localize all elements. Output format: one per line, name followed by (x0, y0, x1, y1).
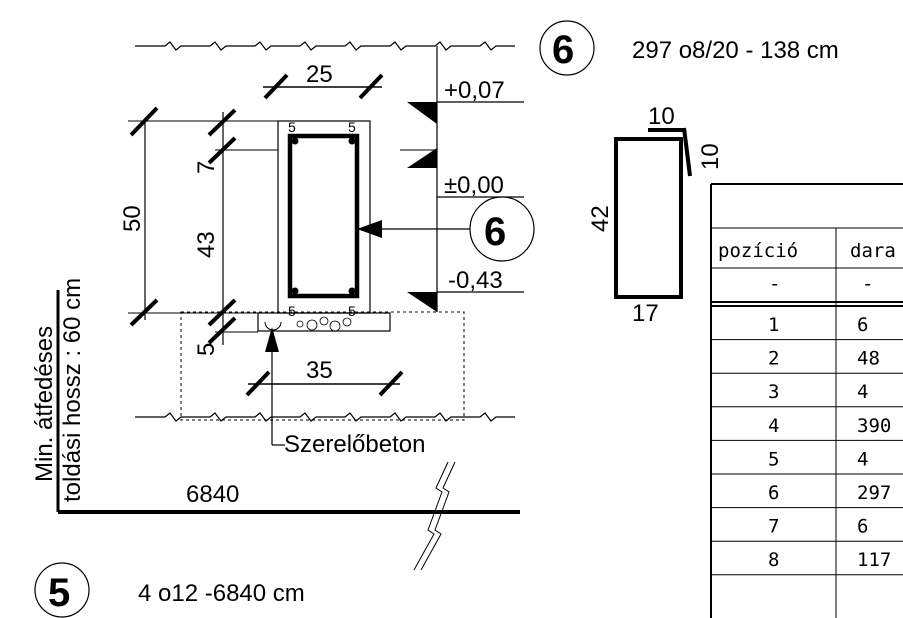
section-mark-number: 6 (484, 210, 506, 254)
min-overlap-line1: Min. átfedéses (31, 326, 58, 482)
base-width-label: 35 (306, 357, 333, 384)
table-row: 2 48 (768, 348, 880, 370)
upper-seg-label: 7 (193, 161, 220, 174)
table-cell-position: 1 (768, 314, 779, 336)
table-row: 4 390 (768, 415, 891, 437)
upper-mark-number: 6 (552, 28, 574, 72)
table-cell-count: 4 (857, 381, 868, 403)
cover-tl: 5 (288, 119, 296, 135)
table-cell-count: 6 (857, 516, 868, 538)
segment-dimensions: 7 43 5 (193, 108, 278, 356)
bar-length-label: 6840 (186, 481, 239, 508)
table-cell-position: 2 (768, 348, 779, 370)
base-width-dimension: 35 (245, 357, 404, 397)
table-cell-count: 390 (857, 415, 891, 437)
table-cell-count: 297 (857, 482, 891, 504)
table-header-position: pozíció (718, 240, 798, 262)
footing-blinding (180, 311, 465, 421)
level-zero: ±0,00 (444, 172, 504, 199)
table-cell-position: 3 (768, 381, 779, 403)
level-bottom: -0,43 (448, 267, 503, 294)
cover-br: 5 (348, 303, 356, 319)
upper-mark-spec: 297 o8/20 - 138 cm (632, 37, 839, 64)
total-height-label: 50 (119, 205, 146, 232)
lower-seg-label: 5 (193, 343, 220, 356)
footing-label: Szerelőbeton (284, 431, 425, 458)
lower-position-mark: 5 4 o12 -6840 cm (34, 562, 305, 618)
stirrup-top-label: 10 (648, 103, 675, 130)
table-header-count: dara (850, 240, 896, 262)
table-row: 6 297 (768, 482, 891, 504)
table-cell-position: 5 (768, 448, 779, 470)
table-cell-count: 117 (857, 549, 891, 571)
top-width-label: 25 (306, 61, 333, 88)
table-cell-count: 48 (857, 348, 880, 370)
table-row: 8 117 (768, 549, 891, 571)
table-cell-count: 6 (857, 314, 868, 336)
top-break-line (135, 41, 515, 51)
footing-leader: Szerelőbeton (265, 327, 425, 458)
middle-seg-label: 43 (193, 231, 220, 258)
beam-section: 5 5 5 5 (277, 119, 371, 319)
lower-mark-number: 5 (48, 571, 70, 615)
table-unit-count: - (862, 273, 873, 295)
height-dimension-50: 50 (119, 106, 278, 327)
top-width-dimension: 25 (263, 61, 384, 100)
table-cell-count: 4 (857, 448, 868, 470)
upper-position-mark: 6 297 o8/20 - 138 cm (539, 20, 839, 76)
table-cell-position: 6 (768, 482, 779, 504)
table-cell-position: 7 (768, 516, 779, 538)
level-top: +0,07 (444, 77, 505, 104)
section-position-mark: 6 (357, 196, 535, 262)
table-cell-position: 8 (768, 549, 779, 571)
cover-bl: 5 (288, 303, 296, 319)
lower-mark-spec: 4 o12 -6840 cm (138, 580, 305, 607)
level-marks: +0,07 ±0,00 -0,43 (400, 46, 524, 312)
stirrup-bottom-label: 17 (632, 300, 659, 327)
stirrup-hook-label: 10 (697, 143, 724, 170)
min-overlap-line2: toldási hossz : 60 cm (59, 278, 86, 502)
table-cell-position: 4 (768, 415, 779, 437)
overlap-bracket: Min. átfedéses toldási hossz : 60 cm 684… (31, 278, 520, 571)
stirrup-height-label: 42 (587, 205, 614, 232)
stirrup-shape: 10 10 42 17 (587, 103, 724, 327)
bottom-break-line (135, 412, 515, 422)
table-unit-position: - (769, 273, 780, 295)
cover-tr: 5 (348, 119, 356, 135)
